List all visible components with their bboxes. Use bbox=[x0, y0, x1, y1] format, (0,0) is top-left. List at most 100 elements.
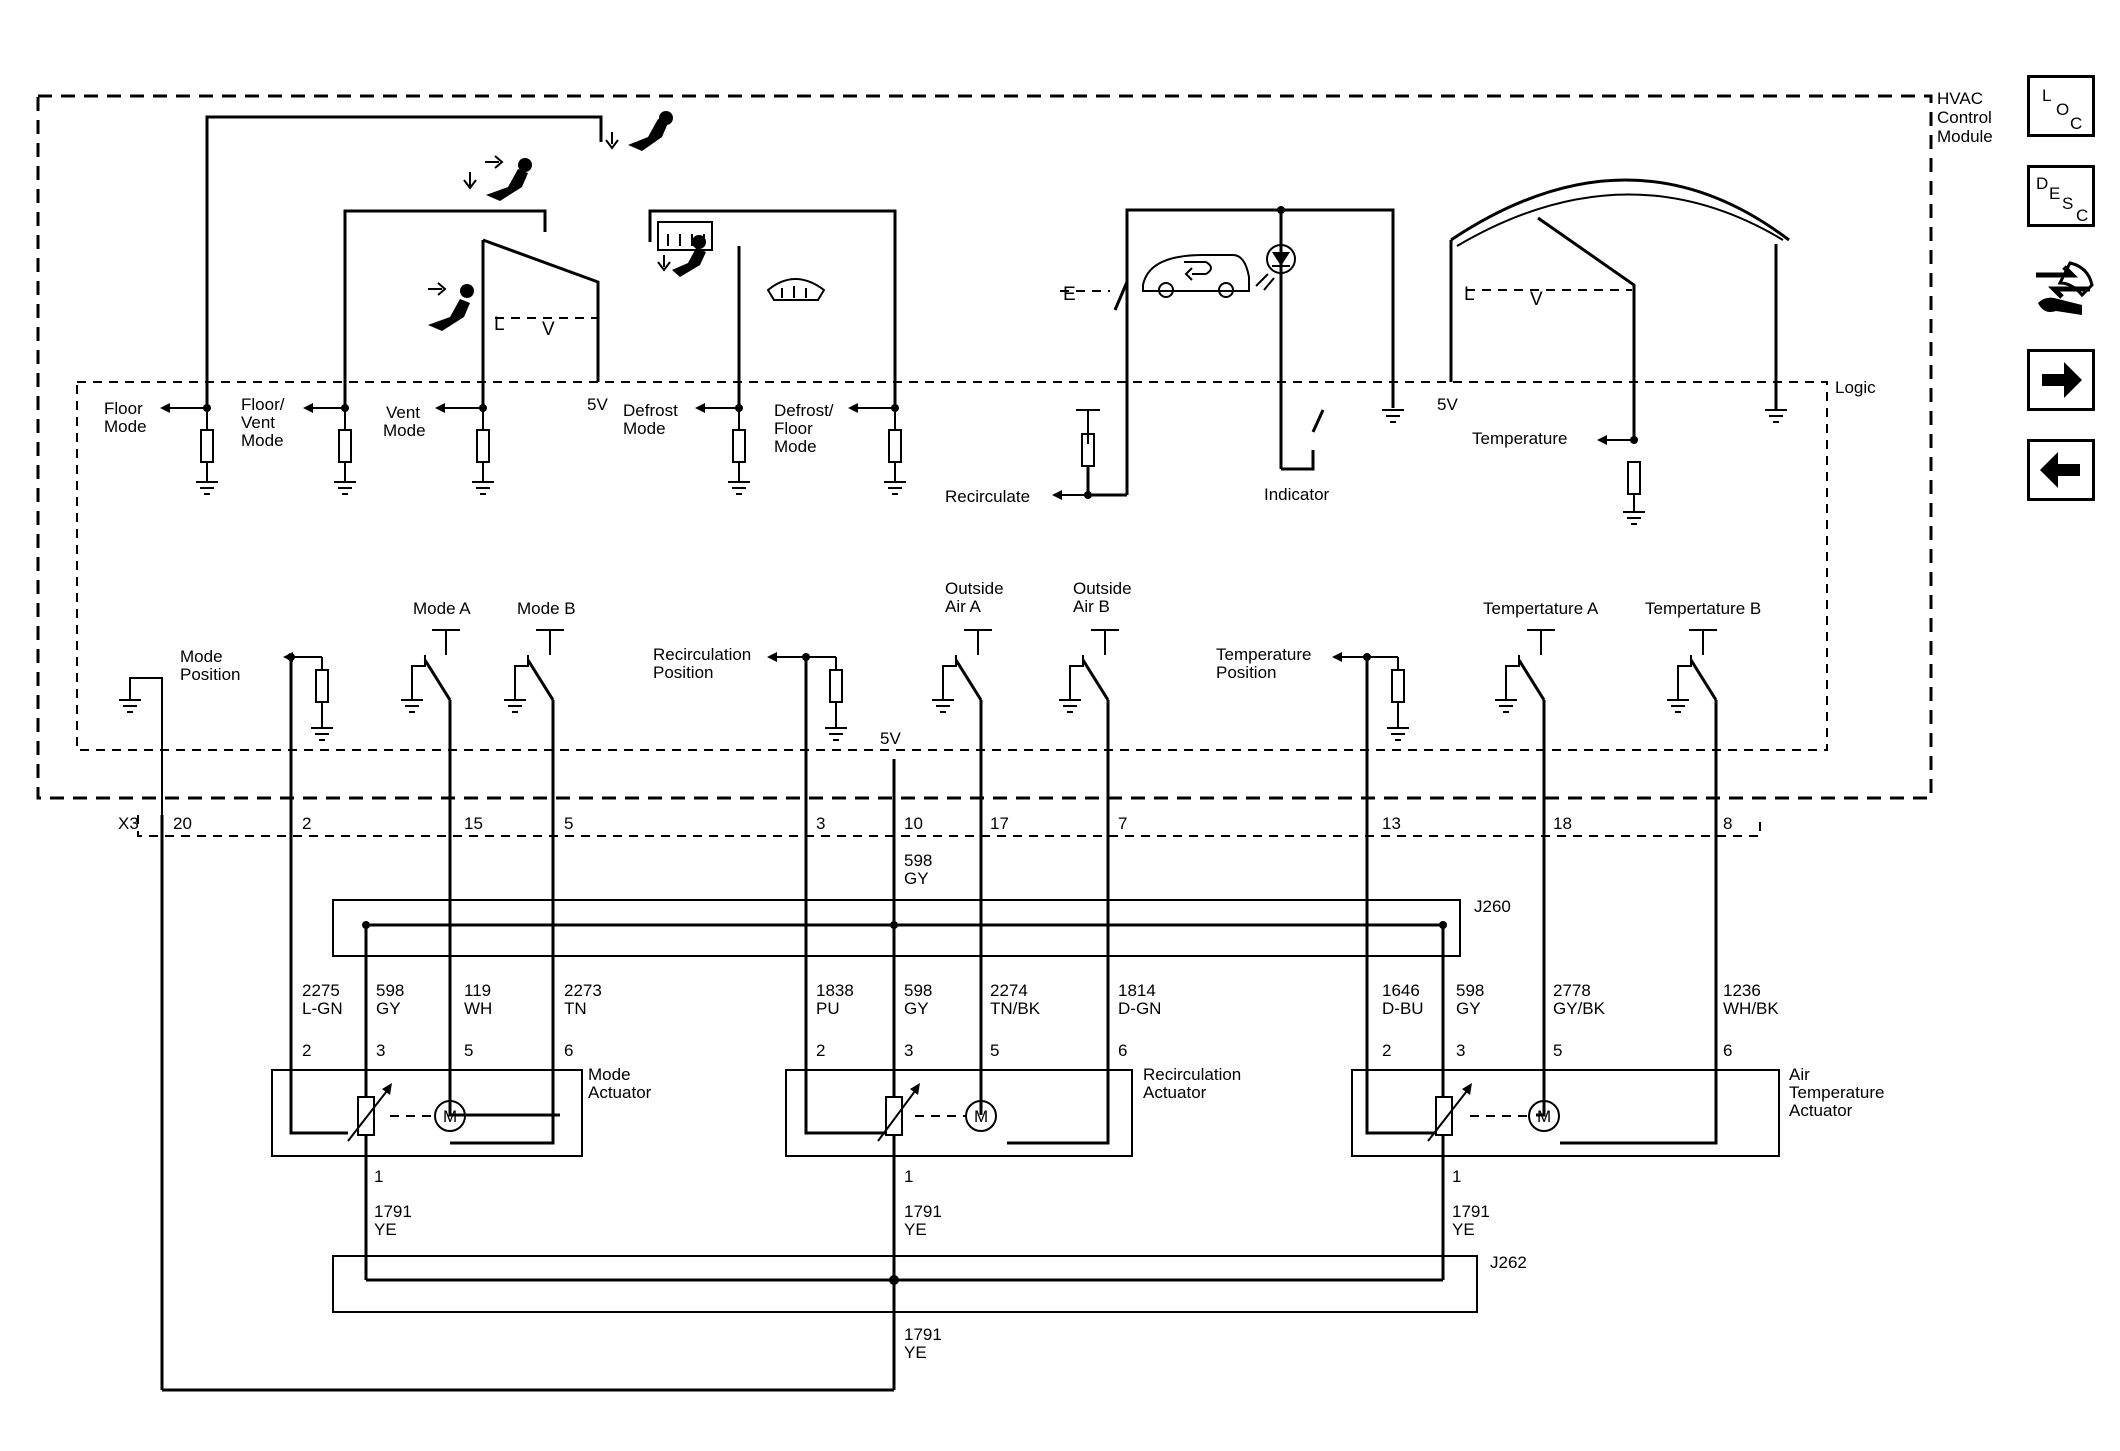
svg-text:J260: J260 bbox=[1474, 897, 1511, 916]
svg-text:GY: GY bbox=[376, 999, 401, 1018]
connector-x3: X3 bbox=[118, 814, 1761, 837]
svg-text:598: 598 bbox=[904, 981, 932, 1000]
svg-text:X3: X3 bbox=[118, 814, 139, 833]
right-arrow-icon bbox=[2042, 362, 2082, 398]
module-wires bbox=[160, 657, 1718, 1390]
svg-text:Defrost: Defrost bbox=[623, 401, 678, 420]
svg-text:Mode: Mode bbox=[241, 431, 284, 450]
floor-vent-airflow-icon bbox=[463, 155, 532, 201]
svg-text:13: 13 bbox=[1382, 814, 1401, 833]
junction-dots bbox=[203, 206, 1447, 929]
svg-text:119: 119 bbox=[464, 981, 491, 1000]
svg-text:Air B: Air B bbox=[1073, 597, 1110, 616]
svg-text:1: 1 bbox=[1452, 1167, 1461, 1186]
svg-text:1: 1 bbox=[904, 1167, 913, 1186]
svg-text:Mode: Mode bbox=[180, 647, 223, 666]
svg-text:10: 10 bbox=[904, 814, 923, 833]
svg-text:Temperature: Temperature bbox=[1216, 645, 1311, 664]
svg-text:Position: Position bbox=[653, 663, 713, 682]
upper-labels: Floor Mode Floor/ Vent Mode Vent Mode De… bbox=[104, 395, 834, 456]
svg-text:Module: Module bbox=[1937, 127, 1993, 146]
svg-text:8: 8 bbox=[1723, 814, 1732, 833]
splice-j260: J260 bbox=[332, 897, 1511, 1082]
svg-text:Mode: Mode bbox=[623, 419, 666, 438]
temp-lever-high: V bbox=[1530, 289, 1543, 310]
location-button[interactable]: L O C bbox=[2027, 75, 2095, 137]
connector-tool-icon-graphic bbox=[2036, 261, 2094, 315]
svg-text:Outside: Outside bbox=[1073, 579, 1132, 598]
splice-j262: J262 1791 YE bbox=[162, 1253, 1527, 1392]
temp-lever-low: L bbox=[1464, 284, 1475, 305]
svg-text:WH/BK: WH/BK bbox=[1723, 999, 1779, 1018]
svg-text:YE: YE bbox=[374, 1220, 397, 1239]
svg-text:Mode: Mode bbox=[383, 421, 426, 440]
indicator-lamp-icon bbox=[1255, 244, 1296, 291]
svg-text:HVAC: HVAC bbox=[1937, 89, 1983, 108]
hvac-control-module-boundary bbox=[36, 94, 1933, 800]
svg-text:598: 598 bbox=[376, 981, 404, 1000]
next-arrow-button[interactable] bbox=[2027, 349, 2095, 411]
svg-text:2: 2 bbox=[816, 1041, 825, 1060]
svg-text:Temperature: Temperature bbox=[1789, 1083, 1884, 1102]
svg-text:2: 2 bbox=[1382, 1041, 1391, 1060]
svg-text:1646: 1646 bbox=[1382, 981, 1420, 1000]
svg-text:Floor: Floor bbox=[104, 399, 143, 418]
svg-text:Position: Position bbox=[1216, 663, 1276, 682]
svg-text:Outside: Outside bbox=[945, 579, 1004, 598]
recirculate-switch: E Recirculate Indicator bbox=[945, 208, 1395, 506]
svg-text:YE: YE bbox=[904, 1220, 927, 1239]
svg-text:3: 3 bbox=[1456, 1041, 1465, 1060]
mode-selector-switch: L V 5V bbox=[160, 111, 902, 482]
vent-airflow-icon bbox=[428, 282, 474, 331]
upper-grounds bbox=[196, 409, 1787, 525]
svg-text:5: 5 bbox=[990, 1041, 999, 1060]
svg-text:Mode B: Mode B bbox=[517, 599, 576, 618]
lower-circuit-labels: Mode Position Mode A Mode B Recirculatio… bbox=[180, 579, 1761, 748]
logic-label: Logic bbox=[1835, 378, 1876, 397]
recirculation-actuator: M Recirculation Actuator bbox=[785, 1065, 1241, 1280]
module-title: HVAC Control Module bbox=[1937, 89, 1993, 146]
svg-text:1791: 1791 bbox=[374, 1202, 412, 1221]
temperature-potentiometer: L V 5V Temperature bbox=[1437, 178, 1790, 512]
svg-text:1791: 1791 bbox=[904, 1325, 942, 1344]
connector-tool-icon[interactable] bbox=[2030, 255, 2096, 321]
svg-text:D-BU: D-BU bbox=[1382, 999, 1424, 1018]
svg-text:WH: WH bbox=[464, 999, 492, 1018]
defrost-floor-icon bbox=[657, 221, 713, 277]
svg-text:1791: 1791 bbox=[904, 1202, 942, 1221]
svg-text:2: 2 bbox=[302, 814, 311, 833]
svg-text:20: 20 bbox=[173, 814, 192, 833]
mode-actuator: M Mode Actuator bbox=[271, 1065, 652, 1280]
svg-text:18: 18 bbox=[1553, 814, 1572, 833]
motor-symbol: M bbox=[1537, 1107, 1551, 1126]
recirculate-vehicle-icon bbox=[1142, 254, 1250, 298]
floor-airflow-icon bbox=[605, 111, 673, 151]
svg-text:17: 17 bbox=[990, 814, 1009, 833]
svg-text:Floor: Floor bbox=[774, 419, 813, 438]
svg-text:5: 5 bbox=[564, 814, 573, 833]
svg-text:Defrost/: Defrost/ bbox=[774, 401, 834, 420]
svg-text:Floor/: Floor/ bbox=[241, 395, 285, 414]
mode-outputs bbox=[160, 403, 895, 413]
svg-text:Actuator: Actuator bbox=[588, 1083, 652, 1102]
connector-pin-numbers: 20 2 15 5 3 10 17 7 13 18 8 bbox=[173, 814, 1732, 833]
svg-text:6: 6 bbox=[564, 1041, 573, 1060]
back-arrow-button[interactable] bbox=[2027, 439, 2095, 501]
svg-text:2273: 2273 bbox=[564, 981, 602, 1000]
svg-text:598: 598 bbox=[1456, 981, 1484, 1000]
svg-text:YE: YE bbox=[1452, 1220, 1475, 1239]
svg-text:2274: 2274 bbox=[990, 981, 1028, 1000]
description-button[interactable]: D E S C bbox=[2027, 165, 2095, 227]
e-label: E bbox=[1063, 284, 1076, 305]
svg-text:D-GN: D-GN bbox=[1118, 999, 1161, 1018]
svg-text:1791: 1791 bbox=[1452, 1202, 1490, 1221]
svg-text:Mode: Mode bbox=[588, 1065, 631, 1084]
svg-text:1814: 1814 bbox=[1118, 981, 1156, 1000]
svg-text:PU: PU bbox=[816, 999, 840, 1018]
svg-text:7: 7 bbox=[1118, 814, 1127, 833]
svg-text:15: 15 bbox=[464, 814, 483, 833]
svg-text:GY: GY bbox=[904, 999, 929, 1018]
